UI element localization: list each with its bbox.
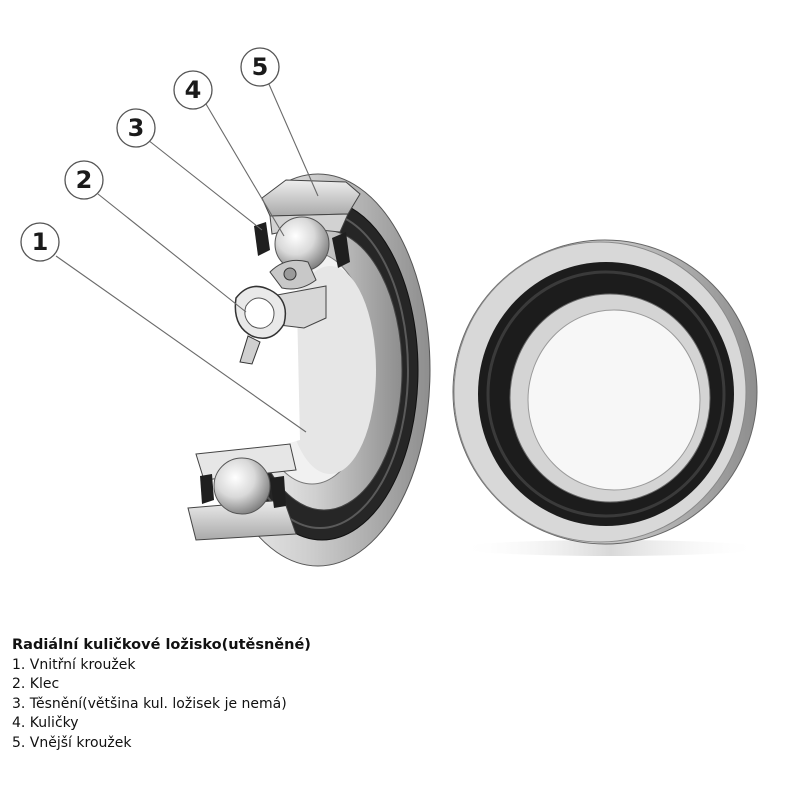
callout-3: 3 bbox=[116, 108, 156, 148]
legend-item-5: 5. Vnější kroužek bbox=[12, 734, 132, 751]
seal-top-right bbox=[332, 232, 350, 268]
callout-3-number: 3 bbox=[128, 114, 145, 142]
caption: Radiální kuličkové ložisko(utěsněné) 1. … bbox=[12, 636, 311, 753]
callout-1: 1 bbox=[20, 222, 60, 262]
ball-bottom bbox=[213, 457, 271, 515]
caption-title: Radiální kuličkové ložisko(utěsněné) bbox=[12, 637, 311, 653]
outer-ring-section-top bbox=[261, 179, 361, 217]
leader-lines bbox=[55, 81, 319, 433]
leader-1 bbox=[55, 255, 307, 433]
legend-item-2: 2. Klec bbox=[12, 676, 60, 692]
inner-bore bbox=[527, 309, 701, 491]
seal-bottom-right bbox=[270, 476, 286, 508]
seal-bottom-left bbox=[200, 474, 214, 504]
callout-2: 2 bbox=[64, 160, 104, 200]
callout-1-number: 1 bbox=[32, 228, 49, 256]
callout-5: 5 bbox=[240, 47, 280, 87]
leader-4 bbox=[205, 103, 285, 237]
floor-shadow bbox=[460, 540, 760, 556]
cage-rivet bbox=[283, 267, 297, 281]
legend-item-3: 3. Těsnění(většina kul. ložisek je nemá) bbox=[12, 695, 287, 712]
callout-4-number: 4 bbox=[185, 76, 202, 104]
leader-3 bbox=[147, 139, 263, 231]
callout-4: 4 bbox=[173, 70, 213, 110]
complete-bearing bbox=[452, 239, 760, 556]
cage-part bbox=[234, 285, 287, 365]
leader-2 bbox=[97, 193, 247, 313]
callout-5-number: 5 bbox=[252, 53, 269, 81]
cut-away bbox=[150, 200, 300, 470]
sectioned-bearing bbox=[150, 173, 431, 567]
legend-item-4: 4. Kuličky bbox=[12, 715, 79, 731]
legend-item-1: 1. Vnitřní kroužek bbox=[12, 656, 136, 673]
callout-2-number: 2 bbox=[76, 166, 93, 194]
rubber-seal-ring bbox=[486, 270, 726, 518]
leader-5 bbox=[267, 81, 319, 197]
seal-top-left bbox=[254, 222, 270, 256]
